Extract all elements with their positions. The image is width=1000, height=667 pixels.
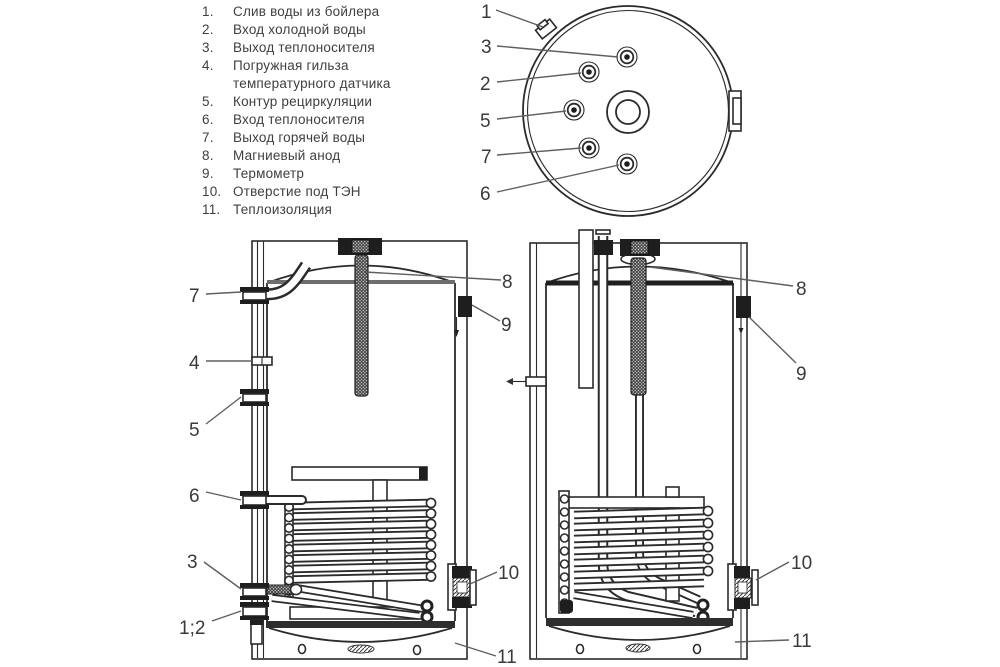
drain-cold-inlet-fitting: [240, 602, 269, 645]
tank-inner-rim: [526, 9, 730, 213]
leader-lines: [203, 271, 502, 657]
callout-11: 11: [497, 647, 517, 667]
callout-3: 3: [481, 37, 492, 58]
callout-7: 7: [189, 286, 200, 307]
legend-item-number: 3.: [202, 40, 214, 55]
callout-9: 9: [501, 315, 512, 336]
legend-item-text: Вход теплоносителя: [233, 112, 365, 127]
legend-item-text: Термометр: [233, 166, 305, 181]
legend-item-text: Вход холодной воды: [233, 22, 366, 37]
legend-item-text: Погружная гильза: [233, 58, 349, 73]
callout-5: 5: [480, 111, 491, 132]
legend-item-wrap-line: температурного датчика: [202, 75, 472, 93]
recirculation-fitting: [240, 389, 269, 406]
left-section-view: 7 4 5 6 3 1;2 8 9 10 11: [179, 238, 519, 667]
leader-lines: [495, 9, 620, 193]
callout-3: 3: [187, 552, 198, 573]
legend-item: 1. Слив воды из бойлера: [202, 3, 472, 21]
legend-item: 11. Теплоизоляция: [202, 201, 472, 219]
heat-exchanger-coil: [283, 497, 437, 598]
legend-item-number: 5.: [202, 94, 214, 109]
sensor-sleeve-fitting: [251, 356, 273, 366]
legend-item: 9. Термометр: [202, 165, 472, 183]
port-cold-water-in: [578, 61, 600, 83]
tank-outer-rim: [522, 5, 734, 217]
tank-walls: [545, 283, 734, 618]
parts-legend: 1. Слив воды из бойлера 2. Вход холодной в…: [202, 3, 472, 219]
rim-side-tab: [728, 90, 742, 132]
heat-exchanger-coil: [558, 490, 714, 614]
callout-6: 6: [189, 486, 200, 507]
anode-rod: [630, 257, 647, 396]
legend-item-number: 2.: [202, 22, 214, 37]
legend-item-number: 11.: [202, 202, 221, 217]
callout-2: 2: [480, 74, 491, 95]
legend-item: 2. Вход холодной воды: [202, 21, 472, 39]
legend-item-text: Отверстие под ТЭН: [233, 184, 361, 199]
legend-item: 6. Вход теплоносителя: [202, 111, 472, 129]
legend-item-number: 7.: [202, 130, 214, 145]
legend-item: 3. Выход теплоносителя: [202, 39, 472, 57]
legend-item: 4. Погружная гильза: [202, 57, 472, 75]
thermometer-pocket: [454, 296, 472, 337]
anode-rod: [354, 254, 369, 397]
bottom-pipes: [271, 584, 434, 624]
callout-11: 11: [792, 631, 812, 652]
callout-8: 8: [796, 279, 807, 300]
legend-item-text: температурного датчика: [233, 76, 391, 91]
port-recirculation: [563, 99, 585, 121]
heating-element-flange: [447, 563, 477, 611]
legend-item-number: 6.: [202, 112, 214, 127]
drain-flange: [534, 18, 558, 40]
callout-1: 1: [481, 2, 492, 23]
legend-item-text: Контур рециркуляции: [233, 94, 373, 109]
callout-4: 4: [189, 353, 200, 374]
legend-item-text: Выход горячей воды: [233, 130, 366, 145]
top-view: 1 3 2 5 7 6: [480, 2, 742, 217]
callout-10: 10: [791, 553, 812, 574]
port-heat-carrier-out: [616, 46, 638, 68]
callout-1-2: 1;2: [179, 618, 205, 639]
legend-item-text: Слив воды из бойлера: [233, 4, 380, 19]
callout-8: 8: [502, 272, 513, 293]
legend-item: 8. Магниевый анод: [202, 147, 472, 165]
callout-5: 5: [189, 420, 200, 441]
central-boss: [606, 90, 650, 134]
heating-element-flange: [727, 563, 759, 611]
tank-bottom: [546, 618, 733, 655]
callout-10: 10: [498, 563, 519, 584]
legend-item-number: 1.: [202, 4, 214, 19]
legend-item-text: Теплоизоляция: [233, 202, 333, 217]
legend-item-number: 4.: [202, 58, 214, 73]
legend-item-number: 9.: [202, 166, 214, 181]
port-heat-carrier-in: [616, 153, 638, 175]
immersion-sleeve: [578, 229, 594, 389]
leader-lines: [649, 266, 797, 643]
tank-bottom: [266, 621, 455, 656]
callout-9: 9: [796, 364, 807, 385]
legend-item-text: Выход теплоносителя: [233, 40, 375, 55]
heat-carrier-outlet-fitting: [240, 583, 303, 600]
callout-6: 6: [480, 184, 491, 205]
legend-item-text: Магниевый анод: [233, 148, 341, 163]
legend-item: 7. Выход горячей воды: [202, 129, 472, 147]
side-wall-fitting: [506, 376, 547, 387]
legend-item-number: 10.: [202, 184, 222, 199]
legend-item-number: 8.: [202, 148, 214, 163]
legend-item: 5. Контур рециркуляции: [202, 93, 472, 111]
thermometer-pocket: [736, 296, 751, 334]
legend-item: 10. Отверстие под ТЭН: [202, 183, 472, 201]
hot-water-fitting: [240, 287, 269, 304]
callout-7: 7: [481, 147, 492, 168]
port-hot-water-out: [578, 137, 600, 159]
heat-carrier-inlet-fitting: [240, 491, 307, 509]
right-section-view: 8 9 10 11: [506, 229, 812, 660]
magnesium-anode: [338, 238, 382, 397]
